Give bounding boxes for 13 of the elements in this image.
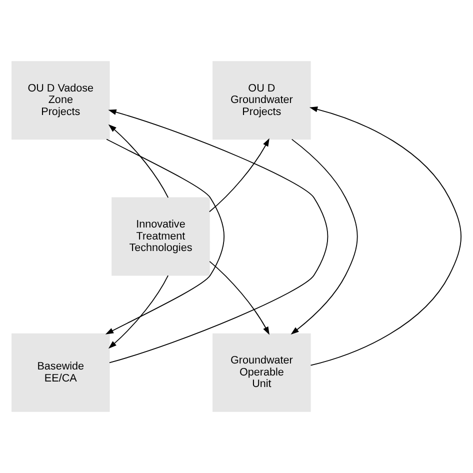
arrow	[108, 275, 168, 349]
arrow	[290, 138, 358, 335]
arrow	[209, 260, 270, 335]
node-box: Groundwater Operable Unit	[212, 333, 311, 412]
node-box: OU D Groundwater Projects	[212, 61, 311, 140]
arrow	[108, 109, 328, 364]
arrow	[309, 106, 462, 366]
node-box: Basewide EE/CA	[12, 333, 110, 412]
arrow	[105, 138, 225, 334]
node-box: OU D Vadose Zone Projects	[12, 61, 110, 140]
arrow	[108, 124, 169, 198]
node-box: Innovative Treatment Technologies	[112, 197, 210, 276]
arrow	[209, 138, 270, 212]
